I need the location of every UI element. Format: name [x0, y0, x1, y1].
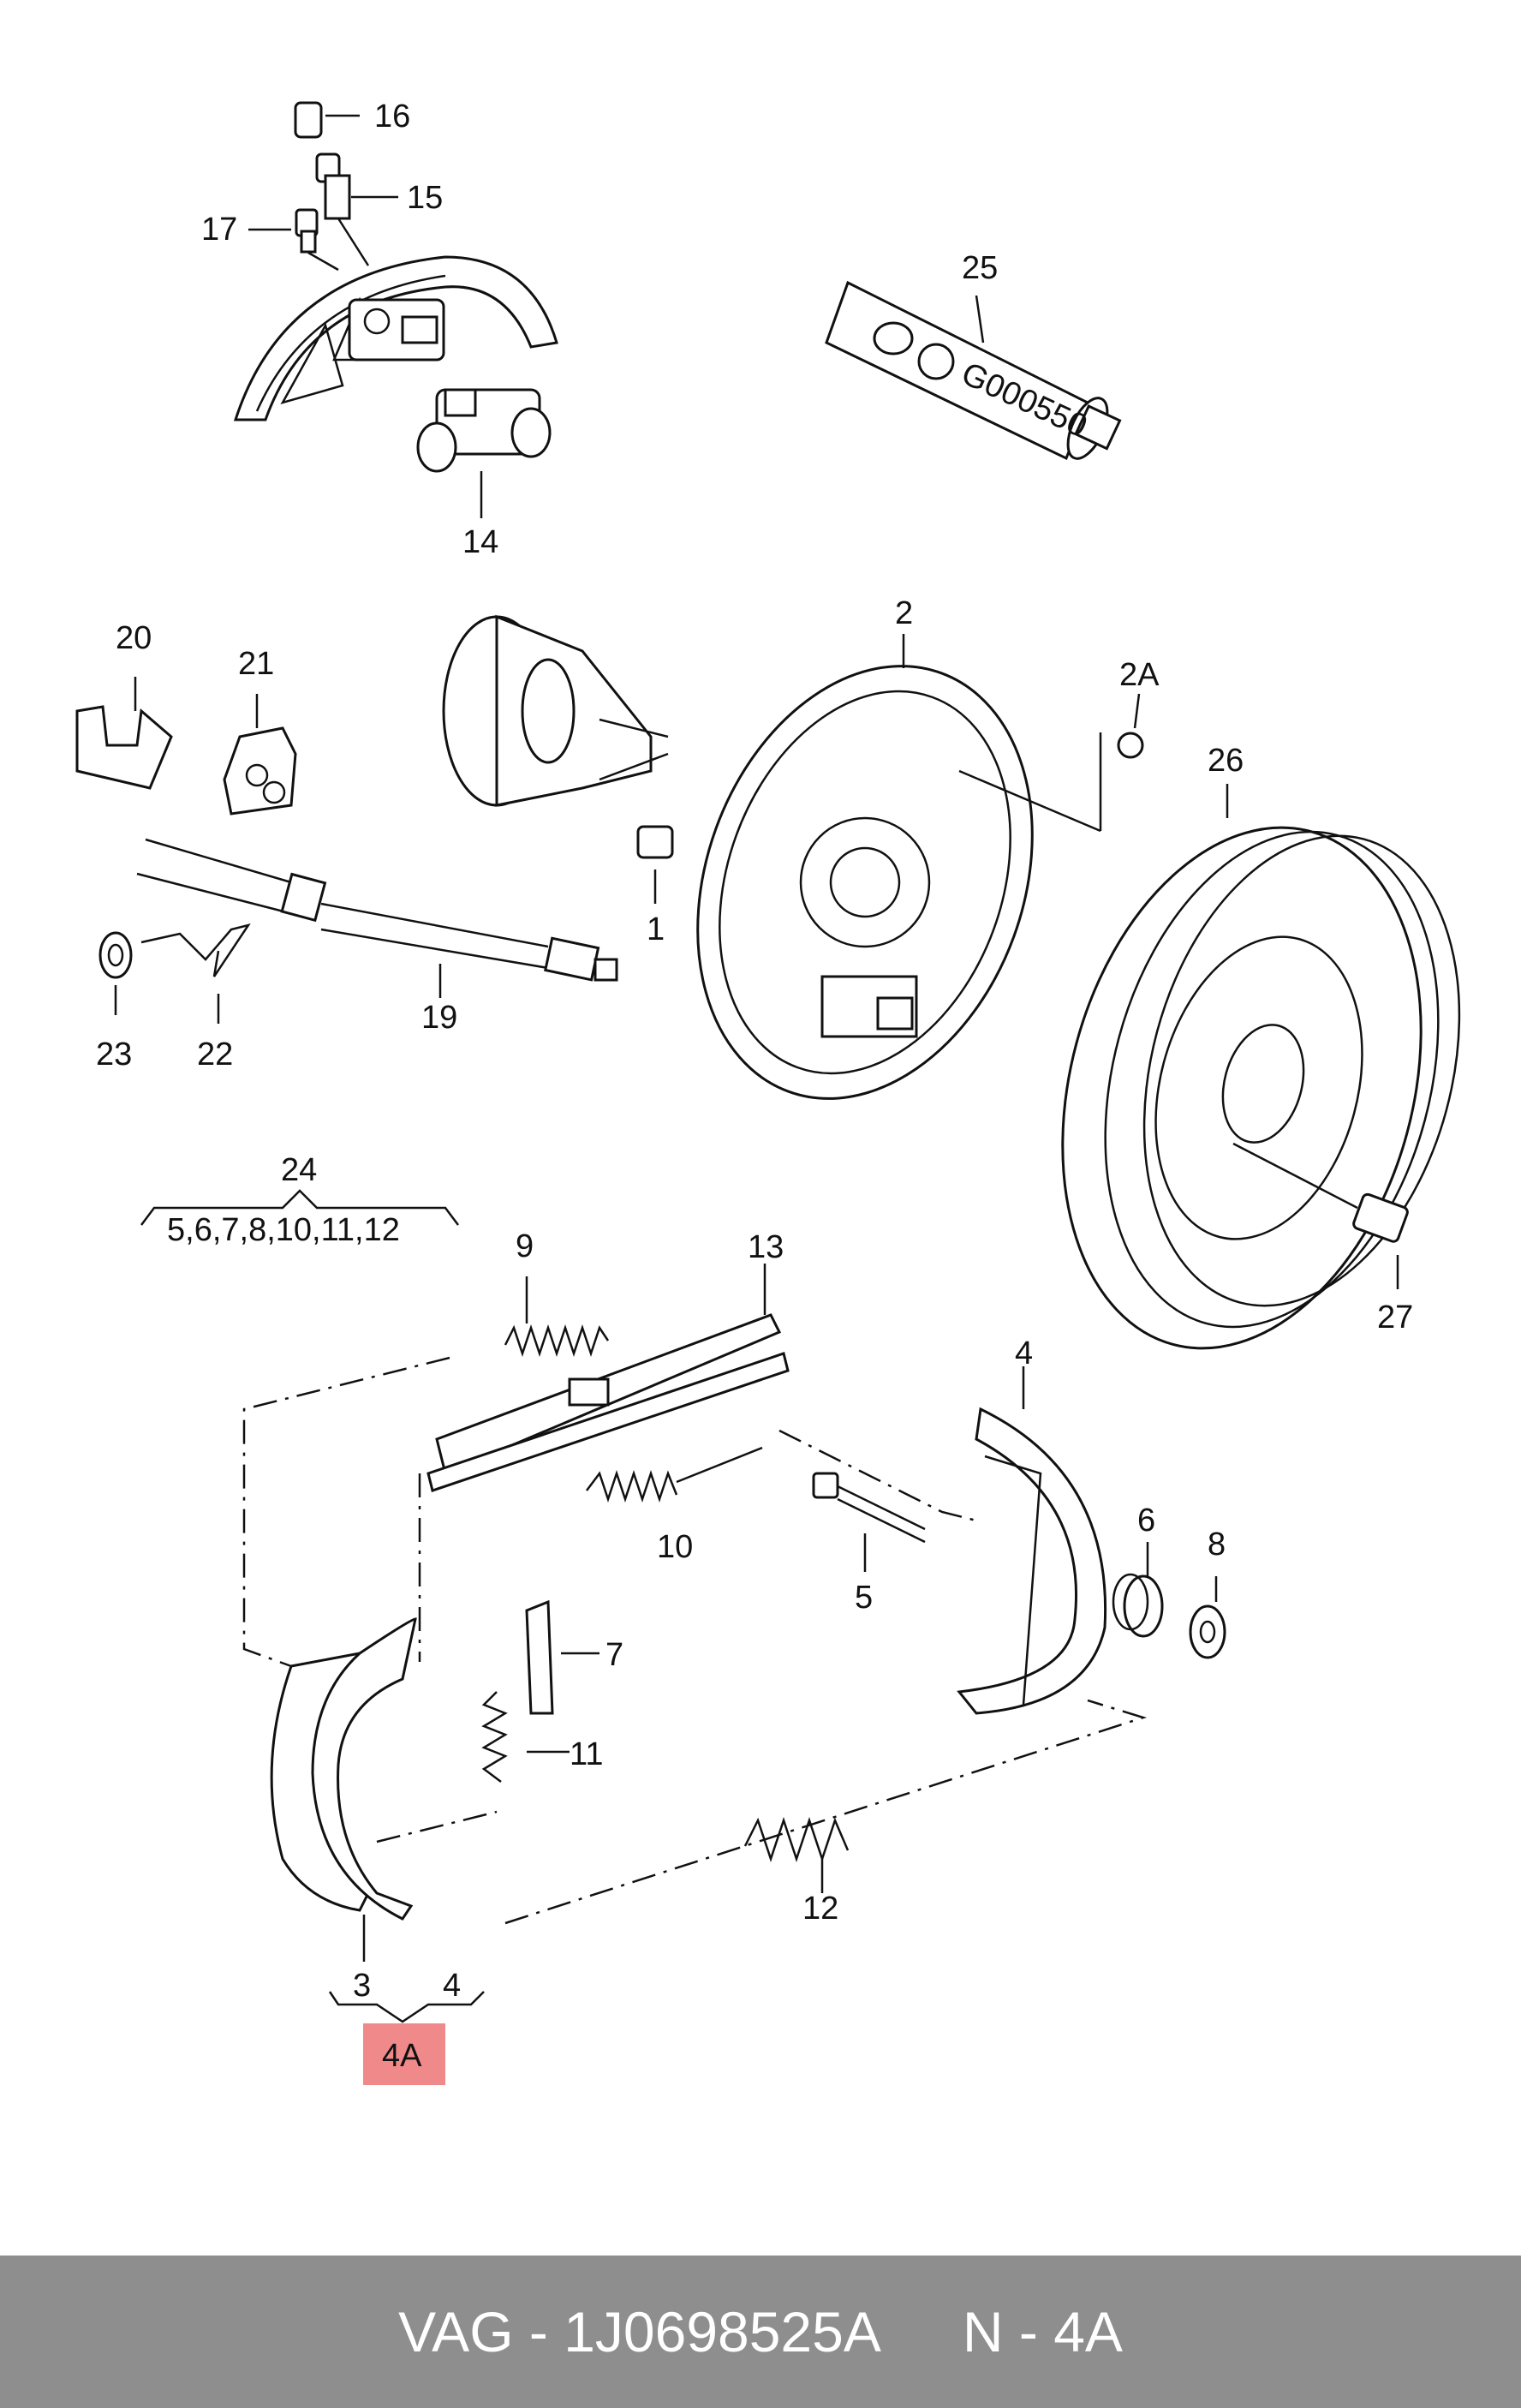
- label-3: 3: [353, 1968, 371, 2004]
- label-14: 14: [462, 524, 498, 560]
- wheel-hub: [442, 614, 669, 807]
- assembly-line-bottom: [504, 1699, 1148, 1925]
- spring-clip-22: [140, 923, 251, 1024]
- clip-21: [223, 694, 297, 816]
- backplate-fragment: [233, 255, 558, 421]
- bolt-27: [1232, 1142, 1409, 1289]
- plug-2a: [1117, 693, 1144, 759]
- label-25: 25: [962, 250, 998, 286]
- label-24-set: 5,6,7,8,10,11,12: [167, 1212, 400, 1248]
- kit-bracket-24: [140, 1189, 459, 1226]
- brake-drum-26: [1061, 784, 1461, 1350]
- label-23: 23: [96, 1037, 132, 1073]
- label-24: 24: [281, 1152, 317, 1188]
- bleeder-cap-16: [294, 101, 360, 139]
- grease-tube-25: G000550: [825, 280, 1122, 461]
- spring-10: [586, 1446, 763, 1503]
- spring-12: [743, 1817, 850, 1893]
- bracket-4a: [328, 1991, 485, 2023]
- assembly-line-mid: [376, 1473, 498, 1843]
- label-17: 17: [201, 212, 237, 248]
- brake-shoe-4-right: [957, 1366, 1107, 1715]
- callout-labels: 16 15 17 14 25 20 21 2 2A 26 1 19 23 22 …: [96, 99, 1413, 2074]
- assembly-line-right: [778, 1429, 977, 1522]
- label-12: 12: [802, 1891, 838, 1927]
- label-8: 8: [1208, 1527, 1226, 1563]
- backplate-2: [696, 634, 1102, 1100]
- brake-shoe-3-left: [270, 1617, 417, 1962]
- footer-bar: VAG - 1J0698525A N - 4A: [0, 2256, 1521, 2408]
- clip-20: [75, 677, 173, 790]
- label-15: 15: [407, 180, 443, 216]
- spring-6: [1112, 1542, 1164, 1638]
- lever-7: [525, 1599, 599, 1715]
- label-2a: 2A: [1119, 657, 1160, 693]
- spring-11: [481, 1691, 570, 1783]
- label-21: 21: [238, 646, 274, 682]
- cup-8: [1189, 1576, 1226, 1659]
- label-20: 20: [116, 620, 152, 656]
- bolt-17: [248, 208, 339, 272]
- label-6: 6: [1137, 1503, 1155, 1539]
- adjuster-strut-13: [426, 1264, 790, 1492]
- spring-9: [504, 1276, 610, 1357]
- label-10: 10: [657, 1529, 693, 1565]
- label-16: 16: [374, 99, 410, 134]
- label-4-bottom: 4: [443, 1968, 461, 2004]
- label-11: 11: [570, 1736, 603, 1772]
- label-26: 26: [1208, 743, 1244, 779]
- label-4-top: 4: [1015, 1335, 1033, 1371]
- label-9: 9: [516, 1228, 534, 1264]
- highlight-box-4a: [363, 2023, 445, 2085]
- nut-1: [636, 825, 674, 904]
- footer-part-number: VAG - 1J0698525A: [398, 2300, 881, 2363]
- label-1: 1: [647, 911, 665, 947]
- label-4a: 4A: [382, 2038, 422, 2074]
- assembly-line-left: [242, 1356, 450, 1668]
- label-2: 2: [895, 595, 913, 631]
- nut-23: [98, 931, 133, 1015]
- wheel-cylinder-14: [416, 388, 552, 518]
- label-27: 27: [1377, 1300, 1413, 1335]
- footer-item-number: N - 4A: [962, 2300, 1123, 2363]
- pin-5: [812, 1472, 926, 1572]
- label-5: 5: [855, 1580, 873, 1616]
- bleeder-screw-15: [315, 152, 398, 266]
- label-13: 13: [748, 1229, 784, 1265]
- label-7: 7: [605, 1637, 623, 1673]
- handbrake-cable-19: [136, 838, 618, 998]
- label-19: 19: [421, 1000, 457, 1036]
- label-22: 22: [197, 1037, 233, 1073]
